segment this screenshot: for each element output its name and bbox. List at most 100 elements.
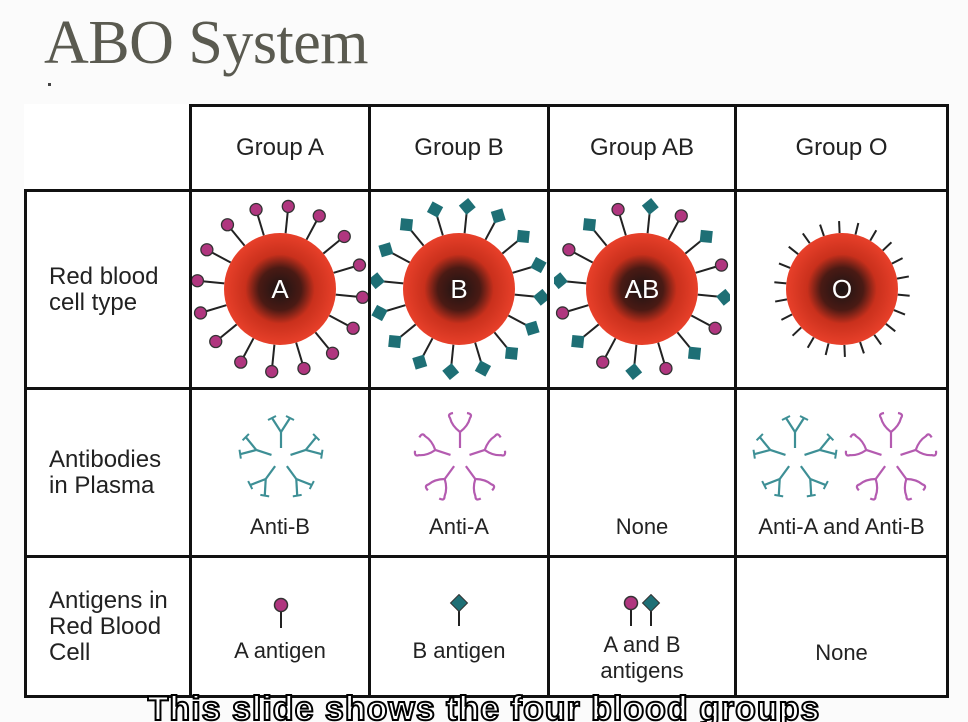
antibody-cell-b: Anti-A: [368, 387, 550, 558]
antigen-a-mark: [352, 257, 367, 272]
red-cell-ab-icon: AB: [554, 197, 730, 380]
antigen-label-a: A antigen: [234, 638, 326, 663]
cell-body: [224, 232, 336, 345]
antigen-stalk: [646, 210, 651, 233]
antigen-stalk: [618, 213, 627, 236]
row-label-antibodies: Antibodies in Plasma: [24, 387, 192, 558]
antigen-stalk: [205, 303, 227, 312]
cell-type-label: O: [831, 274, 851, 304]
antigen-stalk: [868, 229, 877, 241]
antigen-a-mark: [192, 273, 205, 287]
antigen-stalk: [818, 223, 825, 236]
antibody-label-a: Anti-B: [250, 514, 310, 539]
antigen-stalk: [893, 308, 905, 316]
antigen-stalk: [314, 331, 331, 350]
antigen-stalk: [421, 337, 434, 358]
antigen-b-mark: [504, 346, 519, 360]
antigen-cell-o: None: [734, 555, 949, 698]
antigen-stalk: [229, 227, 246, 246]
cell-type-label: AB: [625, 274, 660, 304]
antibody-mark: [781, 415, 809, 448]
antibody-label-b: Anti-A: [429, 514, 489, 539]
antibody-mark: [238, 433, 272, 459]
row-label-antibodies-text: Antibodies in Plasma: [49, 445, 162, 499]
antigen-b-mark: [530, 256, 547, 273]
antigen-b-mark: [641, 197, 659, 215]
antigen-stalk: [667, 219, 680, 240]
antigen-stalk: [335, 293, 358, 298]
antigen-a-mark: [297, 361, 311, 375]
antigen-cell-ab: A and B antigens: [547, 555, 737, 698]
antigen-stalk: [580, 323, 600, 339]
antigen-stalk: [801, 232, 811, 244]
antigen-stalk: [684, 238, 704, 254]
antigen-stalk: [463, 210, 468, 233]
antigen-b-mark: [524, 320, 540, 336]
antigen-b-mark: [716, 288, 730, 306]
antigen-b-mark: [399, 217, 414, 231]
antigen-b-mark: [371, 271, 385, 289]
antigen-a-mark: [325, 346, 340, 360]
antibody-mark: [855, 465, 887, 501]
antigen-stalk: [474, 341, 483, 364]
antigen-b-mark: [474, 359, 492, 377]
antigen-b-mark: [426, 200, 444, 218]
antibody-mark: [464, 465, 496, 501]
antibody-mark: [290, 433, 324, 459]
antigen-stalk: [890, 256, 903, 264]
row-label-rbc: Red blood cell type: [24, 189, 192, 390]
header-group-b: Group B: [368, 104, 550, 192]
antigen-stalk: [780, 313, 793, 321]
antigen-stalk: [872, 333, 882, 345]
antibody-mark: [413, 433, 451, 457]
antigen-a-mark: [355, 290, 368, 304]
antigen-stalk: [218, 323, 238, 339]
antigen-a-mark: [714, 257, 729, 272]
row-label-antigens-text: Antigens in Red Blood Cell: [49, 586, 168, 666]
antigen-stalk: [450, 344, 455, 367]
red-cell-b-icon: B: [371, 197, 547, 380]
antigen-a-mark: [209, 334, 223, 348]
antigen-stalk: [633, 344, 638, 367]
antigen-label-ab: A and B antigens: [600, 632, 684, 683]
antigen-a-mark: [234, 354, 248, 369]
antigen-b-mark: [412, 354, 428, 370]
antigen-stalk: [397, 323, 417, 339]
antibody-mark: [447, 411, 473, 448]
red-cell-o-icon: O: [773, 220, 910, 357]
antigen-stalk: [202, 279, 225, 284]
antigen-b-mark: [582, 217, 597, 231]
red-cell-a-icon: A: [192, 199, 368, 378]
antigen-a-mark: [659, 361, 673, 375]
antigen-a-mark: [249, 202, 263, 216]
antibody-mark: [267, 415, 295, 448]
antigen-b-mark: [516, 229, 530, 243]
antigen-stalk: [384, 303, 406, 312]
antibody-mark: [878, 411, 904, 448]
antigen-stalk: [824, 342, 830, 355]
antigen-a-mark: [337, 229, 351, 243]
antigen-stalk: [837, 220, 841, 233]
antigen-b-mark: [388, 334, 402, 348]
antigen-stalk: [791, 326, 802, 336]
header-group-o: Group O: [734, 104, 949, 192]
antigen-b-mark: [554, 271, 568, 289]
antibody-mark: [799, 465, 829, 498]
antigen-stalk: [604, 337, 617, 358]
abo-table: Group A Group B Group AB Group O Red blo…: [24, 104, 949, 698]
antigen-b-mark: [442, 362, 460, 380]
rbc-cell-o: O: [734, 189, 949, 390]
antigen-stalk: [697, 293, 720, 298]
antigen-stalk: [514, 293, 537, 298]
header-group-a: Group A: [189, 104, 371, 192]
antigen-a-mark: [220, 217, 235, 231]
antigen-stalk: [322, 238, 342, 254]
antigen-b-mark: [458, 197, 476, 215]
anti-a-antibody-icon: [413, 411, 507, 501]
antibody-cell-ab: None: [547, 387, 737, 558]
a-antigen-icon: [273, 597, 289, 628]
antibody-label-ab: None: [615, 514, 669, 539]
video-subtitle: This slide shows the four blood groups: [147, 692, 821, 722]
antigen-stalk: [572, 250, 594, 263]
cell-body: [403, 232, 515, 345]
